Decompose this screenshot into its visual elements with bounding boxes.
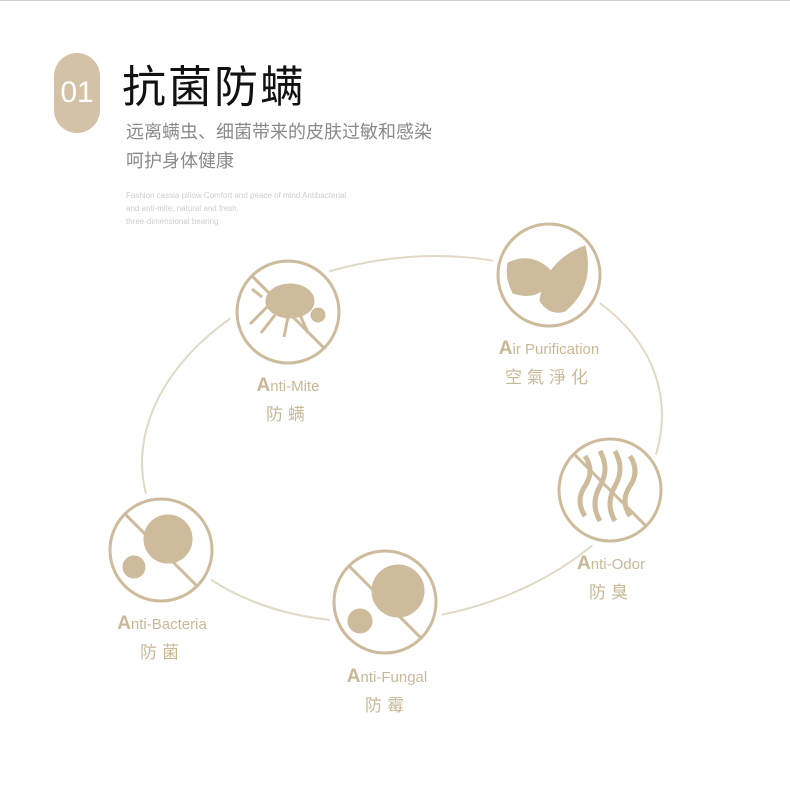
label-initial: A: [256, 375, 271, 396]
label-initial: A: [577, 553, 591, 574]
label-cn: 防菌: [140, 643, 184, 663]
page-title: 抗菌防螨: [122, 62, 306, 113]
label-en: nti-Fungal: [360, 669, 428, 686]
subtitle-line: 远离螨虫、细菌带来的皮肤过敏和感染: [126, 122, 432, 143]
subtitle: 远离螨虫、细菌带来的皮肤过敏和感染 呵护身体健康: [126, 118, 432, 176]
feature-anti-fungal: Anti-Fungal 防霉: [287, 666, 487, 716]
english-line: Fashion cassia pillow Comfort and peace …: [126, 191, 347, 200]
english-description: Fashion cassia pillow Comfort and peace …: [126, 189, 346, 228]
feature-air-purification: Air Purification 空氣淨化: [449, 338, 649, 388]
label-initial: A: [346, 666, 361, 687]
feature-anti-odor: Anti-Odor 防臭: [511, 553, 711, 603]
label-en: nti-Mite: [270, 378, 320, 395]
english-line: and anti-mite, natural and fresh,: [126, 204, 239, 213]
subtitle-line: 呵护身体健康: [126, 151, 234, 172]
label-cn: 空氣淨化: [505, 368, 593, 388]
label-initial: A: [498, 338, 513, 359]
feature-anti-bacteria: Anti-Bacteria 防菌: [62, 613, 262, 663]
section-number-badge: 01: [54, 53, 100, 133]
label-en: nti-Bacteria: [130, 616, 207, 633]
label-en: ir Purification: [512, 341, 600, 358]
label-cn: 防臭: [589, 583, 633, 603]
label-en: nti-Odor: [590, 556, 645, 573]
label-cn: 防霉: [365, 696, 409, 716]
label-initial: A: [117, 613, 131, 634]
english-line: three-dimensional bearing: [126, 217, 219, 226]
feature-anti-mite: Anti-Mite 防螨: [188, 375, 388, 425]
label-cn: 防螨: [266, 405, 310, 425]
